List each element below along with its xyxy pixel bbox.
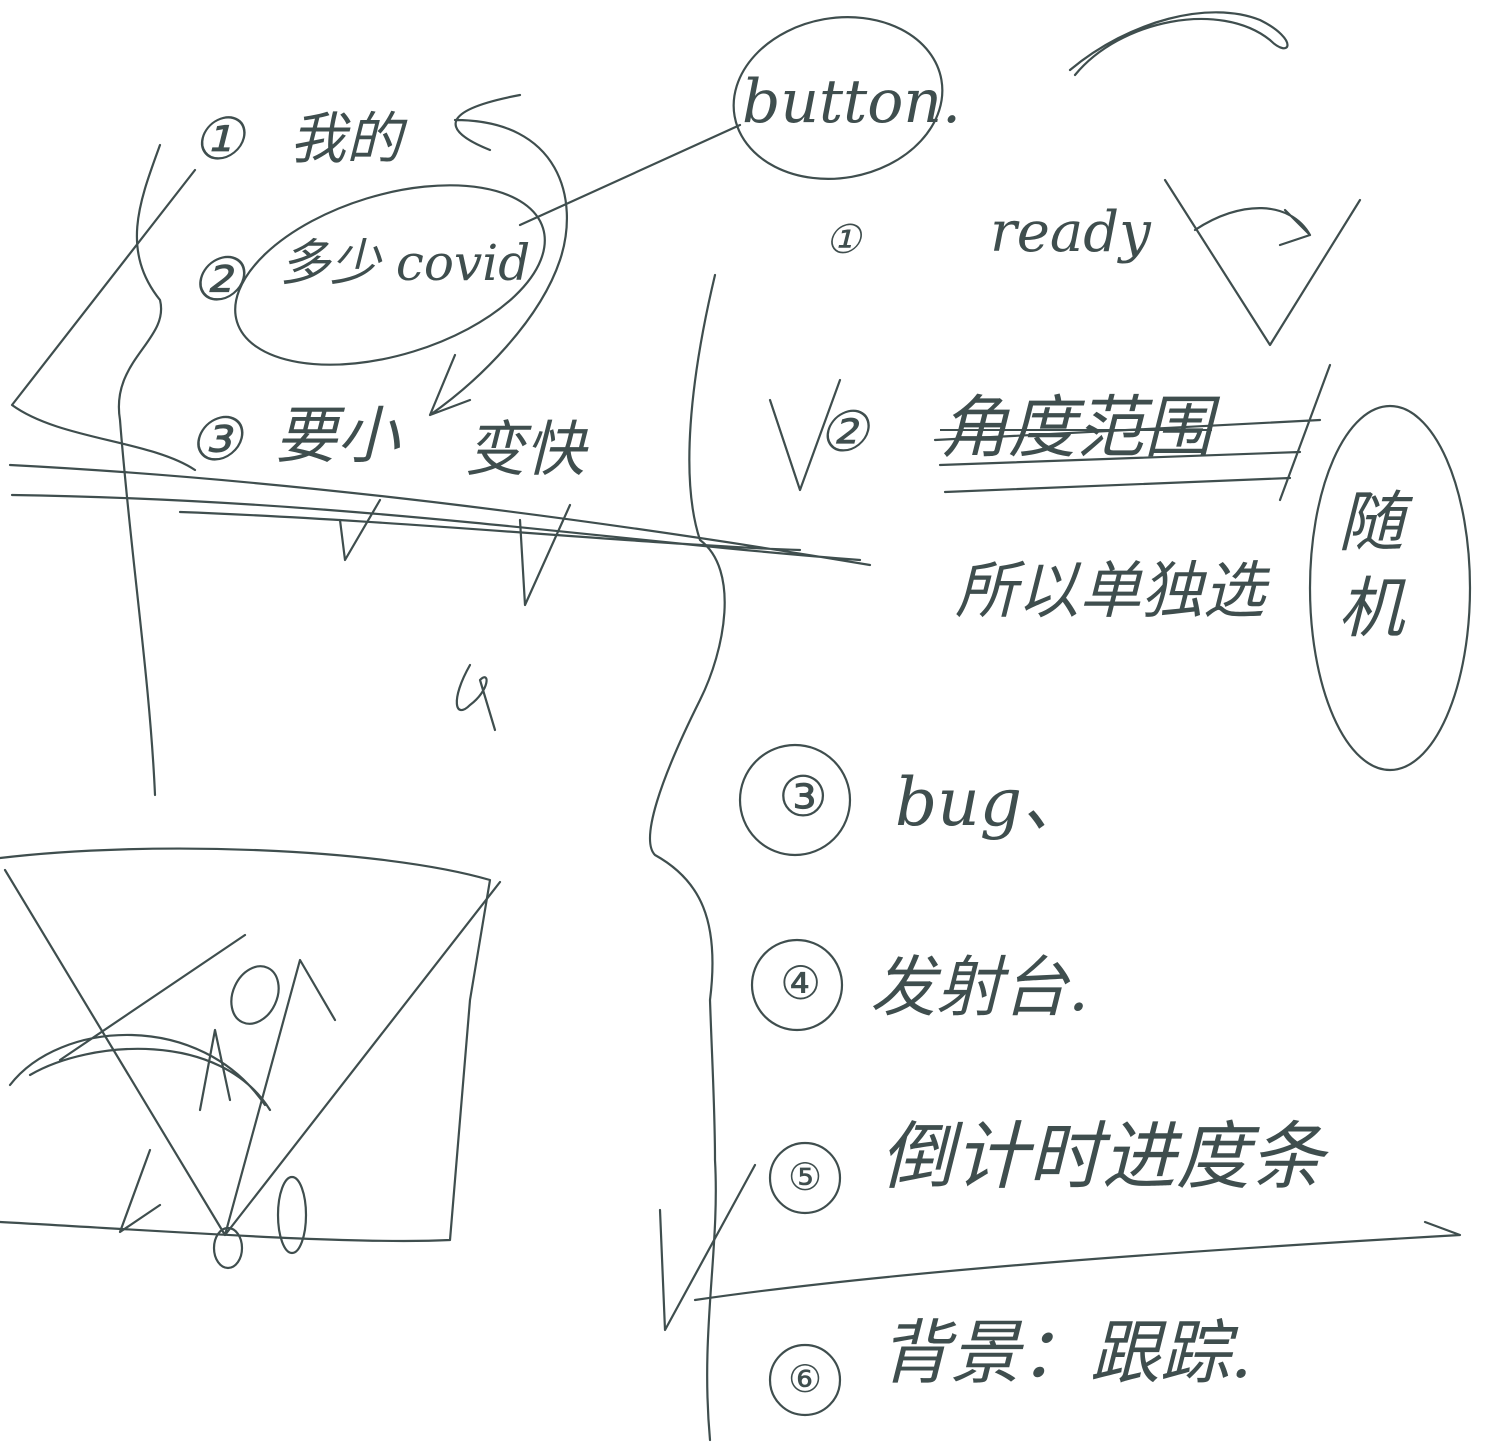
left-item1-label: 我的	[290, 107, 402, 172]
ready-check	[1163, 178, 1362, 347]
circle-3	[738, 743, 852, 857]
left-item1-number: ①	[192, 105, 244, 173]
bottom-separator	[693, 1220, 1462, 1302]
cross-lines	[8, 463, 872, 567]
left-item2-label: 多少 covid	[280, 234, 531, 292]
right-item2-number: ②	[818, 400, 869, 465]
left-bracket	[117, 143, 163, 797]
right-item3-label: bug、	[895, 764, 1089, 841]
launcher-pivot	[212, 1226, 244, 1270]
right-item5-label: 倒计时进度条	[880, 1114, 1324, 1200]
circle-5	[768, 1141, 842, 1215]
launcher-box	[0, 847, 492, 1243]
right-item1-label: ready	[990, 200, 1151, 265]
doodle	[455, 663, 497, 732]
covid-oval	[234, 184, 546, 366]
left-item3-label-b: 变快	[465, 415, 585, 485]
check-marks	[338, 498, 572, 607]
right-item1-number: ①	[825, 217, 861, 263]
launcher-wheel	[276, 1175, 308, 1255]
item2-check	[768, 378, 842, 492]
right-item6-label: 背景：跟踪.	[880, 1312, 1253, 1394]
button-oval	[732, 16, 944, 180]
right-item4-label: 发射台.	[870, 949, 1089, 1026]
arc-stroke	[1068, 11, 1289, 77]
curve-arrow	[428, 93, 568, 417]
right-item2-struck: 角度范围	[940, 389, 1213, 468]
center-divider	[648, 273, 726, 1442]
right-item3-number: ③	[778, 765, 829, 830]
left-arrow	[10, 168, 197, 472]
left-item3-label-a: 要小	[275, 399, 400, 472]
random-oval	[1308, 404, 1472, 772]
link-arrow	[518, 123, 742, 227]
left-check	[658, 1163, 757, 1332]
left-item3-number: ③	[188, 405, 242, 475]
left-item2-number: ②	[190, 245, 244, 315]
strike-lines	[933, 363, 1332, 502]
right-item6-number: ⑥	[788, 1357, 823, 1401]
random-label: 随机	[1338, 484, 1404, 647]
right-item2-label: 所以单独选	[955, 554, 1266, 627]
launcher-head	[230, 965, 280, 1025]
launcher-lines	[3, 868, 502, 1237]
circle-4	[750, 938, 844, 1032]
right-item5-number: ⑤	[788, 1155, 823, 1199]
circle-6	[768, 1343, 842, 1417]
right-item4-number: ④	[780, 956, 822, 1010]
button-label: button.	[742, 67, 962, 137]
